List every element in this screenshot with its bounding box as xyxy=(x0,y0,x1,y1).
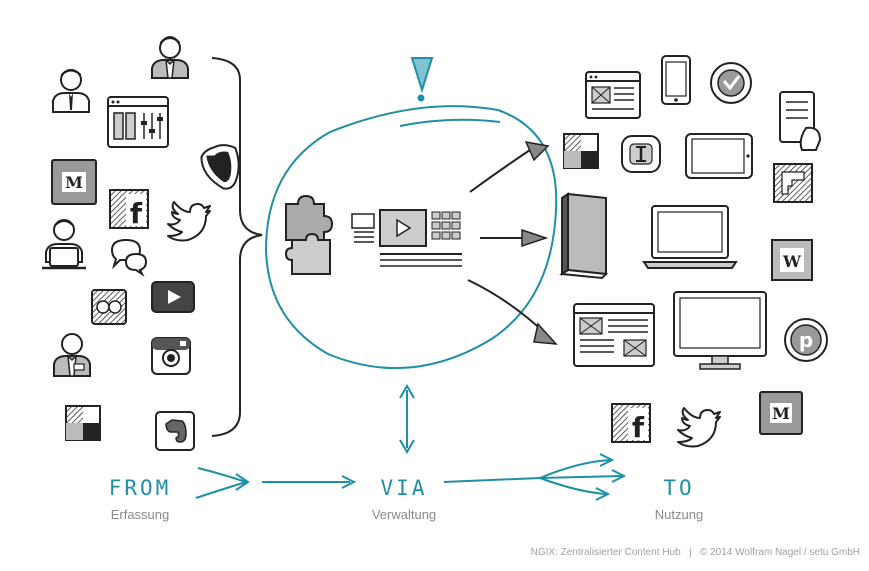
medium-output-icon: M xyxy=(759,391,803,435)
chat-bubbles-icon xyxy=(110,238,148,277)
businessman-avatar-icon xyxy=(151,36,189,79)
flipboard-logo-icon xyxy=(773,163,813,203)
footer-separator: | xyxy=(689,547,692,558)
content-module-icon xyxy=(351,209,462,267)
wordpress-logo-icon: W xyxy=(771,239,813,281)
arrowhead-top-icon xyxy=(524,141,550,162)
svg-text:f: f xyxy=(130,197,143,230)
user-avatar-icon xyxy=(52,69,90,113)
exclamation-icon xyxy=(410,57,434,102)
youtube-logo-icon xyxy=(151,281,195,313)
arrowhead-middle-icon xyxy=(521,228,549,248)
footer-copyright: © 2014 Wolfram Nagel / setu GmbH xyxy=(699,547,860,558)
typo3-logo-icon xyxy=(200,144,240,190)
medium-logo-icon: M xyxy=(51,159,97,205)
from-to-via-arrows xyxy=(195,467,357,499)
control-panel-window-icon xyxy=(107,96,169,148)
from-label: FROM xyxy=(108,476,172,500)
to-label: TO xyxy=(663,476,695,500)
evernote-logo-icon xyxy=(155,411,195,451)
hand-tablet-icon xyxy=(779,91,822,151)
hub-highlight-stroke xyxy=(399,118,501,127)
sources-brace xyxy=(211,57,263,437)
svg-text:p: p xyxy=(799,328,813,352)
book-icon xyxy=(559,192,609,280)
twitter-bird-icon xyxy=(167,201,211,242)
arrowhead-bottom-icon xyxy=(533,322,558,345)
news-presenter-icon xyxy=(53,333,91,377)
person-at-laptop-icon xyxy=(42,219,86,270)
tablet-landscape-icon xyxy=(685,133,753,179)
svg-text:M: M xyxy=(65,173,83,192)
delicious-logo-icon xyxy=(65,405,101,441)
ebook-reader-icon xyxy=(621,135,661,173)
from-sublabel: Erfassung xyxy=(110,507,170,522)
footer-credit: NGIX: Zentralisierter Content Hub | © 20… xyxy=(460,547,860,558)
desktop-monitor-icon xyxy=(673,291,767,370)
instagram-logo-icon xyxy=(151,337,191,375)
vertical-double-arrow xyxy=(399,384,415,454)
footer-title: NGIX: Zentralisierter Content Hub xyxy=(530,547,681,558)
flickr-logo-icon xyxy=(91,289,127,325)
puzzle-pieces-icon xyxy=(284,194,334,275)
smartphone-icon xyxy=(661,55,691,105)
to-sublabel: Nutzung xyxy=(654,507,704,522)
shield-badge-icon xyxy=(710,62,752,104)
hub-circle xyxy=(264,105,558,370)
via-label: VIA xyxy=(380,476,428,500)
newspaper-layout-icon xyxy=(573,303,655,367)
delicious-output-icon xyxy=(563,133,599,169)
svg-text:M: M xyxy=(772,404,790,423)
pinterest-logo-icon: p xyxy=(784,318,828,362)
laptop-icon xyxy=(642,205,738,269)
via-sublabel: Verwaltung xyxy=(371,507,437,522)
facebook-logo-icon: f xyxy=(109,189,149,230)
svg-text:f: f xyxy=(632,411,645,444)
facebook-output-icon: f xyxy=(611,403,651,444)
browser-window-icon xyxy=(585,71,641,119)
via-to-to-arrows xyxy=(443,453,627,501)
twitter-output-icon xyxy=(677,407,721,448)
svg-text:W: W xyxy=(782,252,802,271)
